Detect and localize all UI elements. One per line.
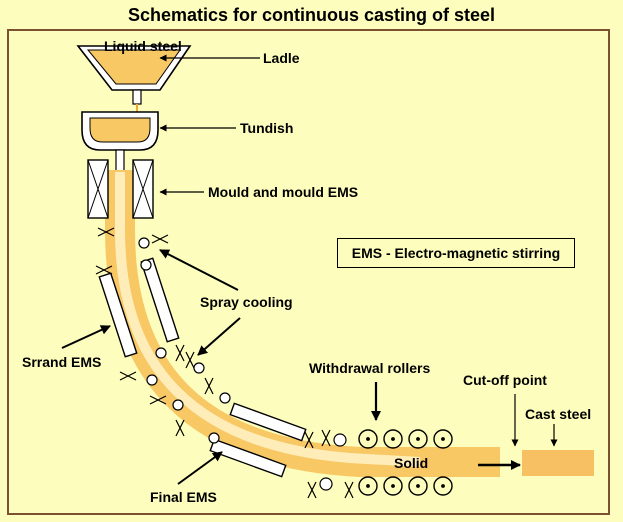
strand-ems-arrow <box>61 325 111 349</box>
diagram-title: Schematics for continuous casting of ste… <box>127 5 496 25</box>
ems-note-box: EMS - Electro-magnetic stirring <box>337 238 575 268</box>
diagram-frame <box>7 29 610 515</box>
cut-off-point-label: Cut-off point <box>463 372 547 388</box>
withdrawal-rollers-label: Withdrawal rollers <box>309 360 431 376</box>
ladle-label: Ladle <box>263 50 300 66</box>
pointer-arrows <box>61 54 558 485</box>
cast-steel-label: Cast steel <box>525 406 592 422</box>
spray-nozzles <box>95 227 354 499</box>
spray-arrow-upper <box>159 249 239 291</box>
withdrawal-rollers <box>358 429 453 496</box>
liquid-steel-label: Liquid steel <box>104 38 182 54</box>
spray-arrow-lower <box>197 317 241 356</box>
strand-ems-plates <box>98 257 307 478</box>
steel-strand <box>105 170 594 477</box>
tundish <box>81 111 159 173</box>
mould-label: Mould and mould EMS <box>208 184 359 200</box>
tundish-label: Tundish <box>240 120 294 136</box>
final-ems-label: Final EMS <box>150 489 217 505</box>
strand-ems-label: Srrand EMS <box>22 354 102 370</box>
ems-note-text: EMS - Electro-magnetic stirring <box>351 245 561 261</box>
solid-label: Solid <box>394 455 429 471</box>
final-ems-arrow <box>177 451 223 485</box>
spray-cooling-label: Spray cooling <box>200 294 293 310</box>
mould-ems <box>87 159 154 219</box>
